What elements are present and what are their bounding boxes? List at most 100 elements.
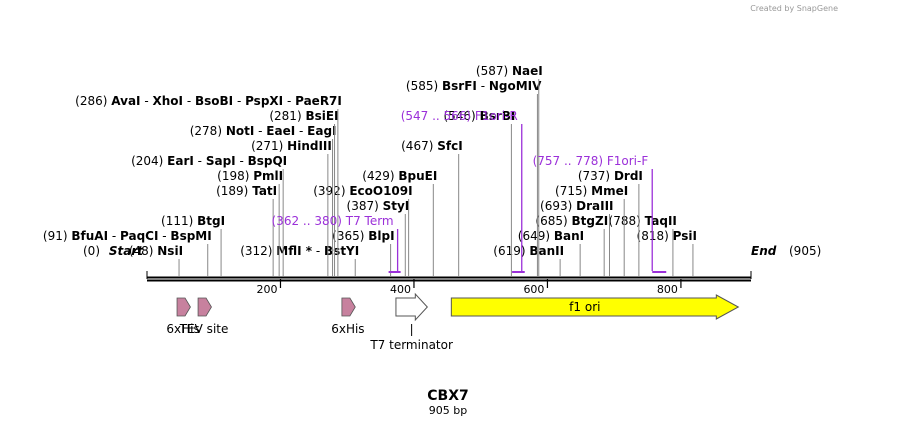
- site-label: (619) BanII: [493, 244, 564, 258]
- site-name: EagI: [307, 124, 336, 138]
- site-position: (286): [75, 94, 111, 108]
- credit-text: Created by SnapGene: [750, 4, 838, 13]
- start-label: Start: [109, 244, 144, 258]
- site-position: (111): [161, 214, 197, 228]
- site-name: EcoO109I: [349, 184, 412, 198]
- site-name: MmeI: [591, 184, 628, 198]
- site-label: (685) BtgZI: [535, 214, 608, 228]
- start-position: (0): [83, 244, 100, 258]
- primers: (362 .. 380) T7 Term(547 .. 566) F1ori-R…: [272, 109, 667, 273]
- site-label: (587) NaeI: [476, 64, 543, 78]
- site-name: BsrFI: [442, 79, 477, 93]
- feature-label: 6xHis: [166, 322, 199, 336]
- site-position: (392): [313, 184, 349, 198]
- site-label: (392) EcoO109I: [313, 184, 412, 198]
- primer-label: (362 .. 380) T7 Term: [272, 214, 394, 228]
- end-label: End: [751, 244, 777, 258]
- site-name: PsiI: [673, 229, 697, 243]
- site-name: NsiI: [157, 244, 183, 258]
- site-position: (387): [347, 199, 383, 213]
- site-separator: -: [183, 94, 195, 108]
- site-position: (91): [43, 229, 71, 243]
- feature-arrow: [450, 294, 740, 320]
- site-name: PmlI: [253, 169, 283, 183]
- feature-label: f1 ori: [569, 300, 600, 314]
- site-label: (788) TaqII: [609, 214, 677, 228]
- site-name: NotI: [226, 124, 255, 138]
- site-name: XhoI: [152, 94, 183, 108]
- site-label: (271) HindIII: [251, 139, 332, 153]
- site-label: (737) DrdI: [578, 169, 643, 183]
- site-name: BstYI: [324, 244, 359, 258]
- site-separator: -: [312, 244, 324, 258]
- site-name: BsrBI: [480, 109, 516, 123]
- site-label: (48) NsiI: [129, 244, 183, 258]
- site-name: NgoMIV: [489, 79, 542, 93]
- sequence-length: 905 bp: [429, 404, 467, 417]
- site-label: (649) BanI: [518, 229, 584, 243]
- site-position: (278): [190, 124, 226, 138]
- feature-arrow: [395, 292, 428, 322]
- site-label: (312) MflI * - BstYI: [240, 244, 359, 258]
- site-label: (278) NotI - EaeI - EagI: [190, 124, 337, 138]
- tick-label: 600: [523, 283, 544, 296]
- site-position: (685): [535, 214, 571, 228]
- site-position: (693): [540, 199, 576, 213]
- site-position: (48): [129, 244, 157, 258]
- site-name: BsoBI: [195, 94, 233, 108]
- site-position: (198): [217, 169, 253, 183]
- site-separator: -: [477, 79, 489, 93]
- site-name: BanI: [554, 229, 584, 243]
- site-name: PspXI: [245, 94, 283, 108]
- site-name: TatI: [252, 184, 277, 198]
- site-position: (271): [251, 139, 287, 153]
- site-name: StyI: [383, 199, 410, 213]
- site-position: (587): [476, 64, 512, 78]
- sequence-name: CBX7: [427, 388, 468, 404]
- site-separator: -: [254, 124, 266, 138]
- site-name: BfuAI: [71, 229, 108, 243]
- site-label: (111) BtgI: [161, 214, 225, 228]
- site-label: (91) BfuAI - PaqCI - BspMI: [43, 229, 212, 243]
- site-position: (312): [240, 244, 276, 258]
- site-position: (467): [401, 139, 437, 153]
- site-name: DraIII: [576, 199, 613, 213]
- site-name: BpuEI: [398, 169, 437, 183]
- end-position: (905): [789, 244, 821, 258]
- site-position: (365): [332, 229, 368, 243]
- site-name: AvaI: [111, 94, 140, 108]
- site-name: BspQI: [248, 154, 288, 168]
- site-name: BspMI: [170, 229, 211, 243]
- site-name: BtgZI: [572, 214, 609, 228]
- site-label: (818) PsiI: [637, 229, 697, 243]
- site-label: (467) SfcI: [401, 139, 463, 153]
- feature-label: TEV site: [179, 322, 229, 336]
- site-label: (365) BlpI: [332, 229, 394, 243]
- site-name: MflI *: [276, 244, 312, 258]
- site-position: (737): [578, 169, 614, 183]
- site-label: (429) BpuEI: [362, 169, 437, 183]
- site-position: (546): [443, 109, 479, 123]
- site-name: PaeR7I: [295, 94, 342, 108]
- tick-label: 200: [256, 283, 277, 296]
- site-separator: -: [233, 94, 245, 108]
- site-label: (715) MmeI: [555, 184, 628, 198]
- site-position: (281): [269, 109, 305, 123]
- site-name: TaqII: [645, 214, 677, 228]
- site-name: NaeI: [512, 64, 543, 78]
- site-separator: -: [295, 124, 307, 138]
- site-name: PaqCI: [120, 229, 158, 243]
- site-name: SfcI: [437, 139, 462, 153]
- feature-arrow: [197, 297, 212, 317]
- site-label: (546) BsrBI: [443, 109, 515, 123]
- site-name: DrdI: [614, 169, 643, 183]
- site-position: (715): [555, 184, 591, 198]
- site-label: (585) BsrFI - NgoMIV: [406, 79, 542, 93]
- site-separator: -: [236, 154, 248, 168]
- site-label: (281) BsiEI: [269, 109, 338, 123]
- site-label: (198) PmlI: [217, 169, 283, 183]
- site-position: (189): [216, 184, 252, 198]
- feature-label: T7 terminator: [369, 338, 453, 352]
